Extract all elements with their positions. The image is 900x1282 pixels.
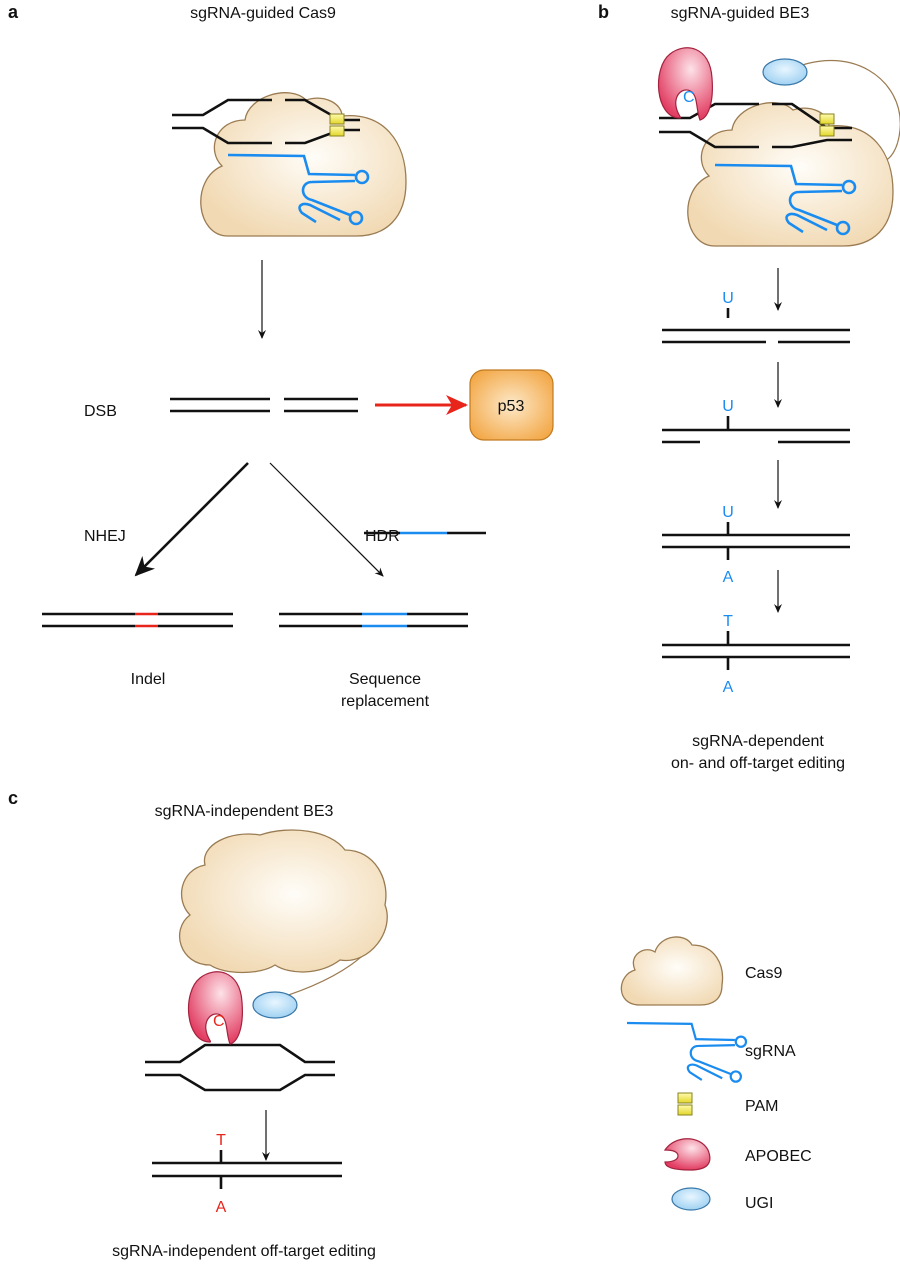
legend-pam-label: PAM <box>745 1098 778 1115</box>
dsb-dna-icon <box>170 397 358 413</box>
step4-dna-icon <box>662 631 850 670</box>
replacement-dna-icon <box>279 612 468 628</box>
ugi-icon <box>762 58 808 86</box>
step2-dna-icon <box>662 416 850 444</box>
dna-bubble-icon <box>145 1043 335 1092</box>
step1-dna-icon <box>662 308 850 344</box>
panel-b-title: sgRNA-guided BE3 <box>671 5 810 22</box>
legend-apobec-icon <box>663 1138 711 1171</box>
step3-bottom-base: A <box>723 569 734 586</box>
panel-a-title: sgRNA-guided Cas9 <box>190 5 336 22</box>
panel-b-caption-1: sgRNA-dependent <box>692 733 824 750</box>
step4-top-base: T <box>723 613 733 630</box>
panel-c: c sgRNA-independent BE3 C T A sgRNA-inde… <box>8 788 388 1260</box>
nhej-label: NHEJ <box>84 528 126 545</box>
cas9-icon <box>179 829 388 974</box>
replacement-label-1: Sequence <box>349 671 421 688</box>
legend: Cas9 sgRNA PAM APOBEC UGI <box>620 936 812 1212</box>
hdr-label: HDR <box>365 528 400 545</box>
legend-sgrna-icon <box>625 1021 748 1083</box>
ugi-icon <box>252 991 298 1019</box>
legend-ugi-label: UGI <box>745 1195 773 1212</box>
panel-a: a sgRNA-guided Cas9 DSB p53 NHEJ HDR <box>8 2 554 710</box>
dsb-label: DSB <box>84 403 117 420</box>
step1-top-base: U <box>722 290 734 307</box>
apobec-icon <box>187 971 243 1045</box>
panel-label-c: c <box>8 788 18 808</box>
panel-c-title: sgRNA-independent BE3 <box>155 803 334 820</box>
replacement-label-2: replacement <box>341 693 430 710</box>
top-base: T <box>216 1132 226 1149</box>
nhej-arrow-icon <box>134 462 249 577</box>
legend-sgrna-label: sgRNA <box>745 1043 796 1060</box>
hdr-arrow-icon <box>269 462 384 577</box>
dna-unwound-icon <box>172 98 360 145</box>
apobec-icon <box>657 47 713 121</box>
step3-dna-icon <box>662 522 850 560</box>
legend-cas9-icon <box>620 936 724 1006</box>
legend-pam-icon <box>677 1092 693 1116</box>
bottom-base: A <box>216 1199 227 1216</box>
panel-c-caption: sgRNA-independent off-target editing <box>112 1243 376 1260</box>
panel-label-a: a <box>8 2 19 22</box>
step4-bottom-base: A <box>723 679 734 696</box>
p53-box <box>469 369 554 441</box>
legend-cas9-label: Cas9 <box>745 965 782 982</box>
p53-label: p53 <box>498 398 525 415</box>
panel-label-b: b <box>598 2 609 22</box>
linker-icon <box>784 60 900 163</box>
legend-ugi-icon <box>671 1187 711 1211</box>
apobec-base: C <box>213 1013 225 1030</box>
edited-dna-icon <box>152 1150 342 1189</box>
legend-apobec-label: APOBEC <box>745 1148 812 1165</box>
indel-label: Indel <box>131 671 166 688</box>
panel-b: b sgRNA-guided BE3 C U U U A T A sgRNA-d… <box>598 2 900 772</box>
panel-b-caption-2: on- and off-target editing <box>671 755 845 772</box>
step2-top-base: U <box>722 398 734 415</box>
step3-top-base: U <box>722 504 734 521</box>
indel-dna-icon <box>42 612 233 628</box>
apobec-base: C <box>683 89 695 106</box>
